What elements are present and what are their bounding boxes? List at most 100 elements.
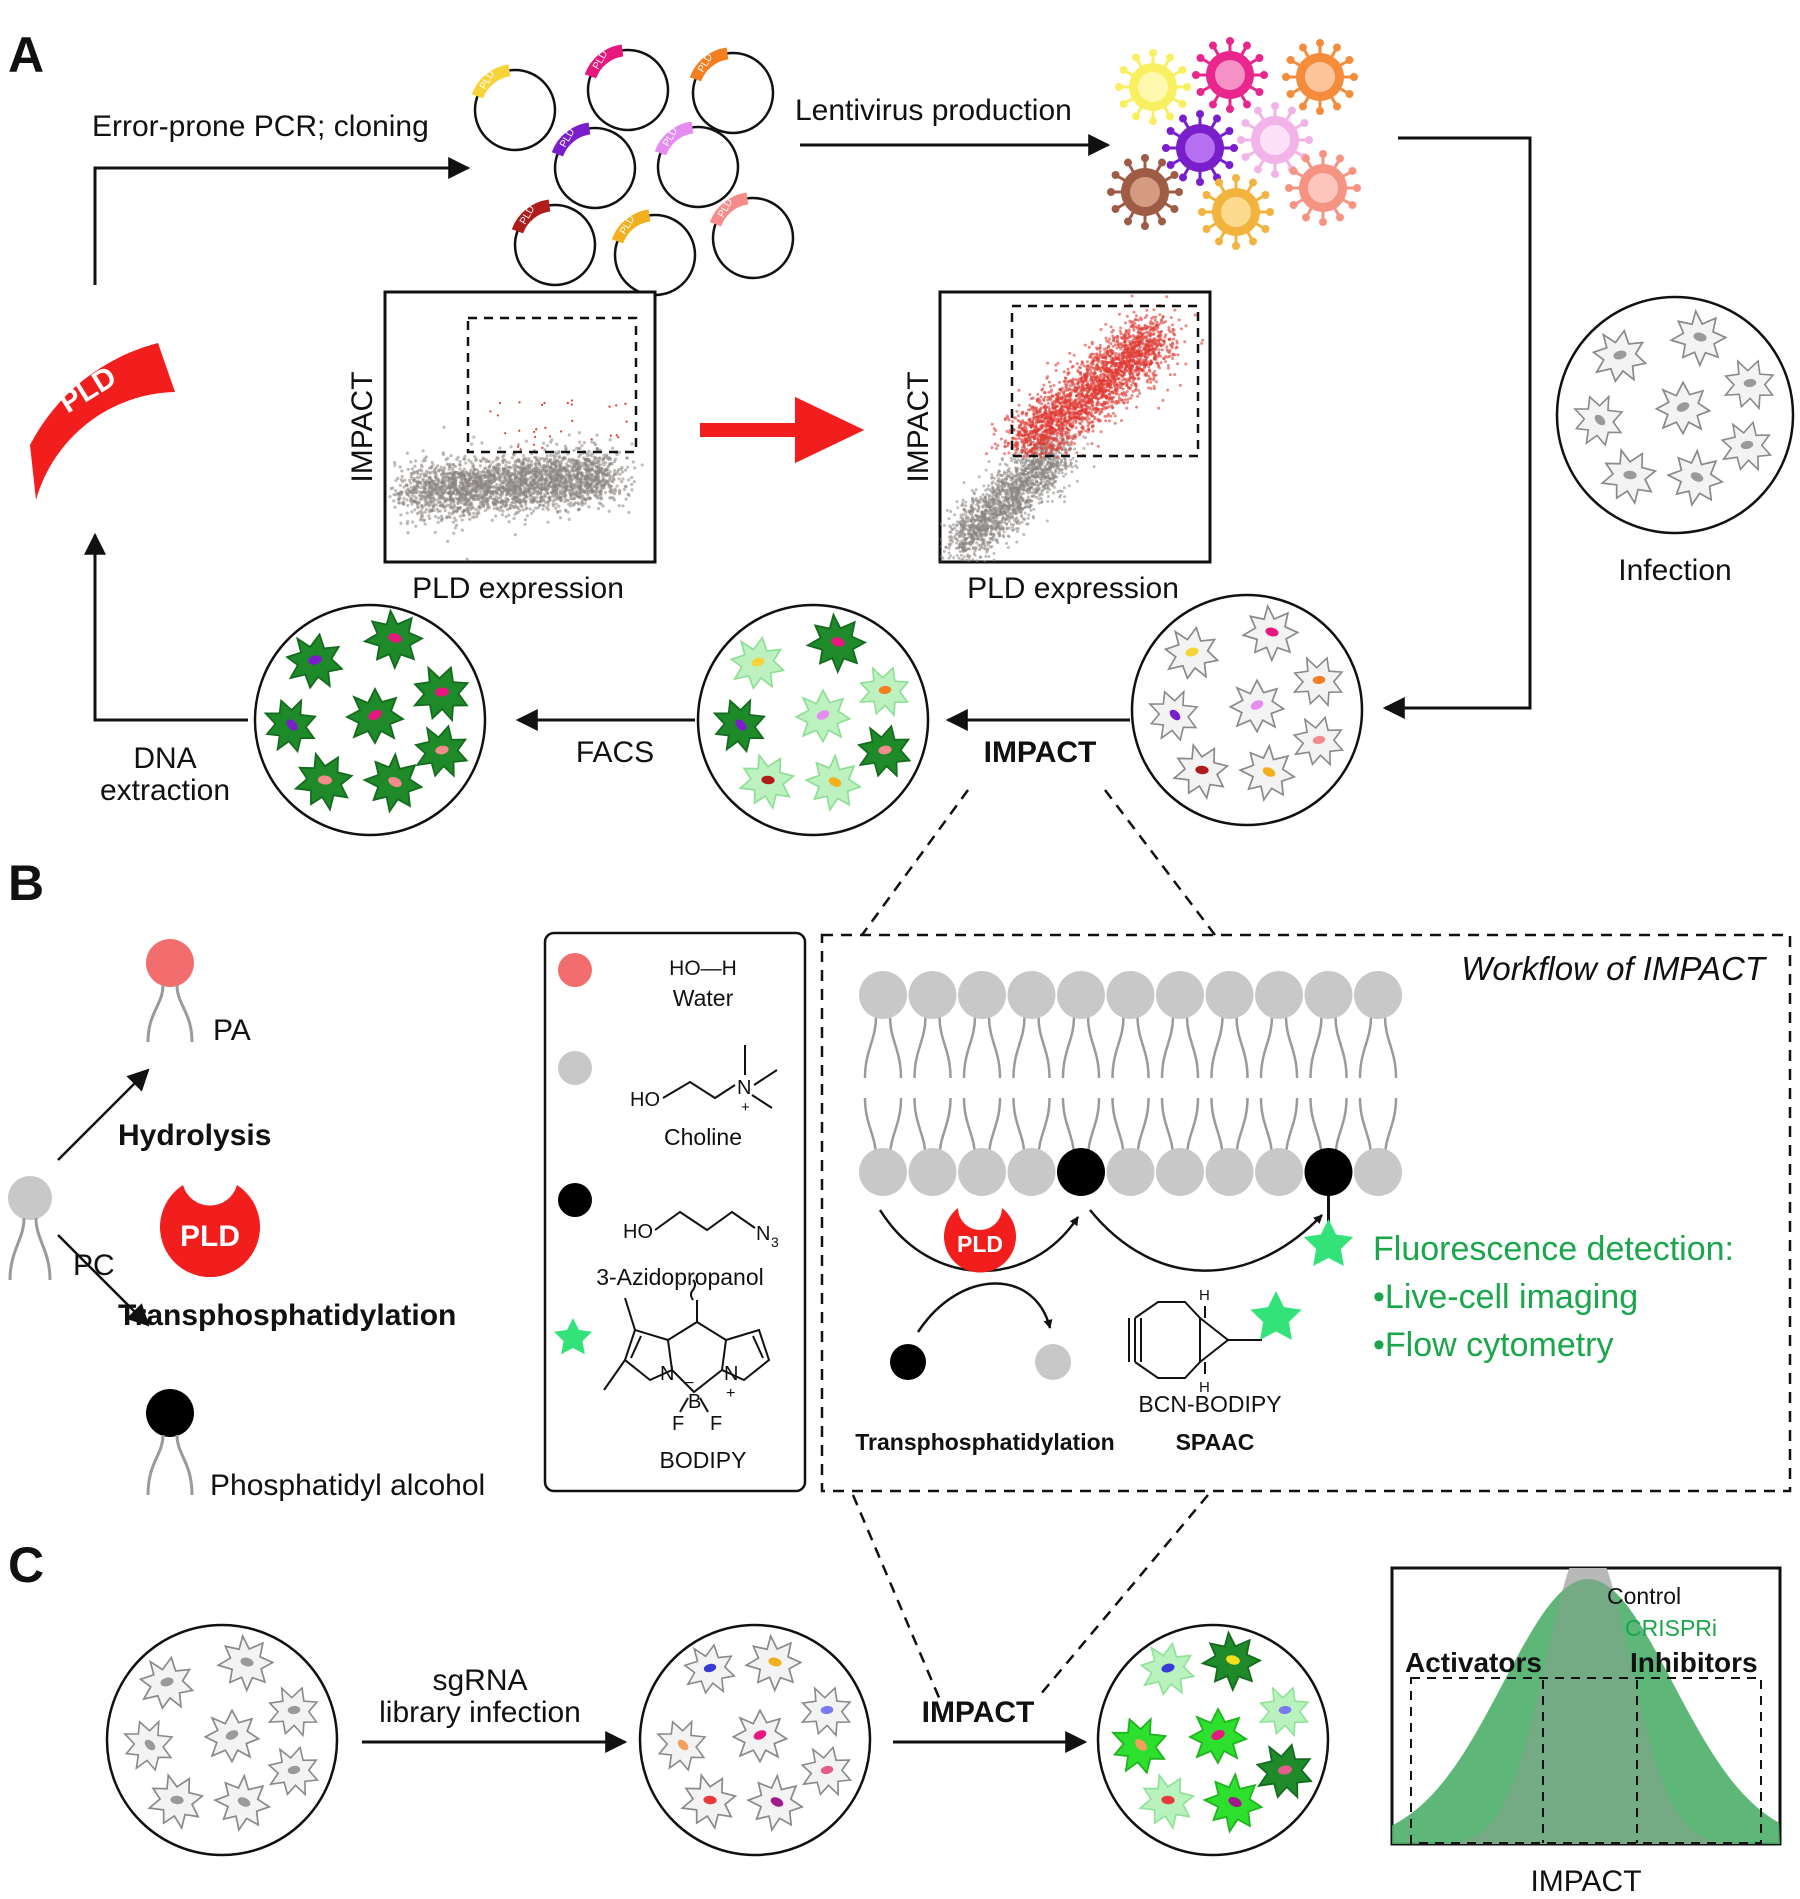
- cell: [1141, 682, 1207, 749]
- arrow-dna-extraction: [84, 532, 248, 722]
- water-formula: HO—H: [669, 957, 737, 980]
- dna-label-line2: extraction: [100, 774, 230, 807]
- facs-before-ylabel: IMPACT: [346, 371, 379, 482]
- bilayer-lipid: [1057, 971, 1105, 1196]
- azidopropanol-name: 3-Azidopropanol: [596, 1264, 764, 1290]
- lentivirus-label: Lentivirus production: [795, 94, 1072, 127]
- facs-after-xlabel: PLD expression: [967, 572, 1179, 605]
- cell: [405, 657, 479, 729]
- bilayer-lipid: [1354, 971, 1402, 1196]
- cell: [1230, 734, 1306, 811]
- azidopropanol-in: [890, 1344, 926, 1380]
- overlap-curve: [1392, 1579, 1780, 1844]
- lentivirus: [1285, 150, 1361, 226]
- library-label-line2: library infection: [379, 1696, 581, 1729]
- detection-item: •Live-cell imaging: [1373, 1278, 1638, 1316]
- pld-enzyme-label: PLD: [180, 1220, 240, 1253]
- infection-cells: [1566, 300, 1783, 516]
- cell: [1658, 439, 1734, 516]
- crispri-label: CRISPRi: [1625, 1615, 1717, 1641]
- zoom-line-c-right: [1039, 1494, 1209, 1696]
- reagent-legend: [543, 931, 807, 1493]
- cell: [1715, 415, 1779, 477]
- cell: [1192, 1621, 1273, 1701]
- choline-out: [1035, 1344, 1071, 1380]
- bodipy-n1: N: [660, 1363, 674, 1385]
- dna-label-line1: DNA: [133, 742, 196, 775]
- bcn-bodipy-star: [1250, 1291, 1302, 1340]
- facs-gate-before: [466, 316, 638, 454]
- naive-cells: [116, 1625, 327, 1841]
- cell: [204, 1709, 260, 1763]
- panel-label-c: C: [8, 1537, 44, 1593]
- cell: [1233, 595, 1310, 671]
- lentivirus: [1162, 110, 1238, 186]
- cell: [796, 744, 872, 821]
- bilayer-lipid: [1205, 971, 1254, 1196]
- impact-label-a: IMPACT: [984, 736, 1097, 769]
- cell: [736, 1625, 813, 1701]
- cell: [1229, 679, 1285, 733]
- cell: [1661, 300, 1738, 376]
- bilayer-lipid: [1156, 971, 1204, 1196]
- plasmid: PLD: [709, 192, 795, 280]
- bilayer-lipid: [1255, 971, 1303, 1196]
- bilayer-lipid: [1304, 971, 1353, 1196]
- cell: [285, 742, 364, 820]
- panel-label-b: B: [8, 855, 44, 911]
- cell: [205, 1764, 281, 1841]
- arrow-to-plasmids: [93, 157, 471, 285]
- cell: [795, 689, 851, 743]
- cell: [1136, 1638, 1200, 1700]
- selection-red-arrow: [700, 396, 865, 464]
- water-name: Water: [673, 985, 734, 1011]
- histogram-xlabel: IMPACT: [1530, 1865, 1641, 1898]
- cell: [1194, 1762, 1274, 1843]
- infected-cells: [1141, 595, 1352, 811]
- cell: [795, 1740, 859, 1802]
- cell: [262, 1740, 326, 1802]
- cell: [1285, 648, 1352, 714]
- library-label-line1: sgRNA: [432, 1664, 527, 1697]
- pld-enzyme: PLD: [160, 1185, 260, 1278]
- activators-label: Activators: [1405, 1647, 1542, 1678]
- legend-choline-dot: [558, 1051, 592, 1085]
- cell: [672, 1764, 747, 1838]
- facs-scatter-after: [940, 294, 1205, 562]
- cell: [354, 742, 434, 823]
- cell: [1592, 439, 1667, 513]
- arrow-to-infected-cells: [1382, 136, 1532, 719]
- inhibitors-label: Inhibitors: [1630, 1647, 1758, 1678]
- lipid-bilayer: [859, 971, 1402, 1267]
- lentivirus: [1282, 39, 1358, 115]
- plasmid: PLD: [584, 44, 670, 132]
- workflow-box: [820, 933, 1792, 1493]
- plasmid: PLD: [511, 199, 597, 287]
- plasmid: PLD: [654, 121, 740, 209]
- cell: [738, 1764, 814, 1841]
- detection-title: Fluorescence detection:: [1373, 1230, 1734, 1268]
- facs-gate-after: [1010, 304, 1200, 458]
- phosphatidyl-alcohol-label: Phosphatidyl alcohol: [210, 1469, 485, 1502]
- azido-n3: N: [756, 1223, 770, 1245]
- facs-scatter-before: [388, 399, 644, 561]
- workflow-transphos-label: Transphosphatidylation: [855, 1429, 1114, 1455]
- legend-water-dot: [558, 953, 592, 987]
- cell: [1588, 325, 1652, 387]
- choline-structure: [662, 1045, 778, 1109]
- cell: [1164, 734, 1239, 808]
- plasmid: PLD: [471, 64, 557, 152]
- cell: [208, 1625, 285, 1701]
- bilayer-lipid: [1007, 971, 1056, 1196]
- pld-gene-arc: PLD: [30, 343, 175, 500]
- cell: [281, 628, 348, 694]
- cell: [408, 718, 475, 784]
- lentivirus: [1115, 49, 1191, 125]
- mutagenesis-label: Error-prone PCR; cloning: [92, 110, 429, 143]
- choline-ho: HO: [630, 1089, 660, 1111]
- cell: [1249, 1736, 1320, 1806]
- azido-ho: HO: [623, 1221, 653, 1243]
- lentivirus: [1198, 174, 1274, 250]
- plasmid: PLD: [551, 122, 637, 210]
